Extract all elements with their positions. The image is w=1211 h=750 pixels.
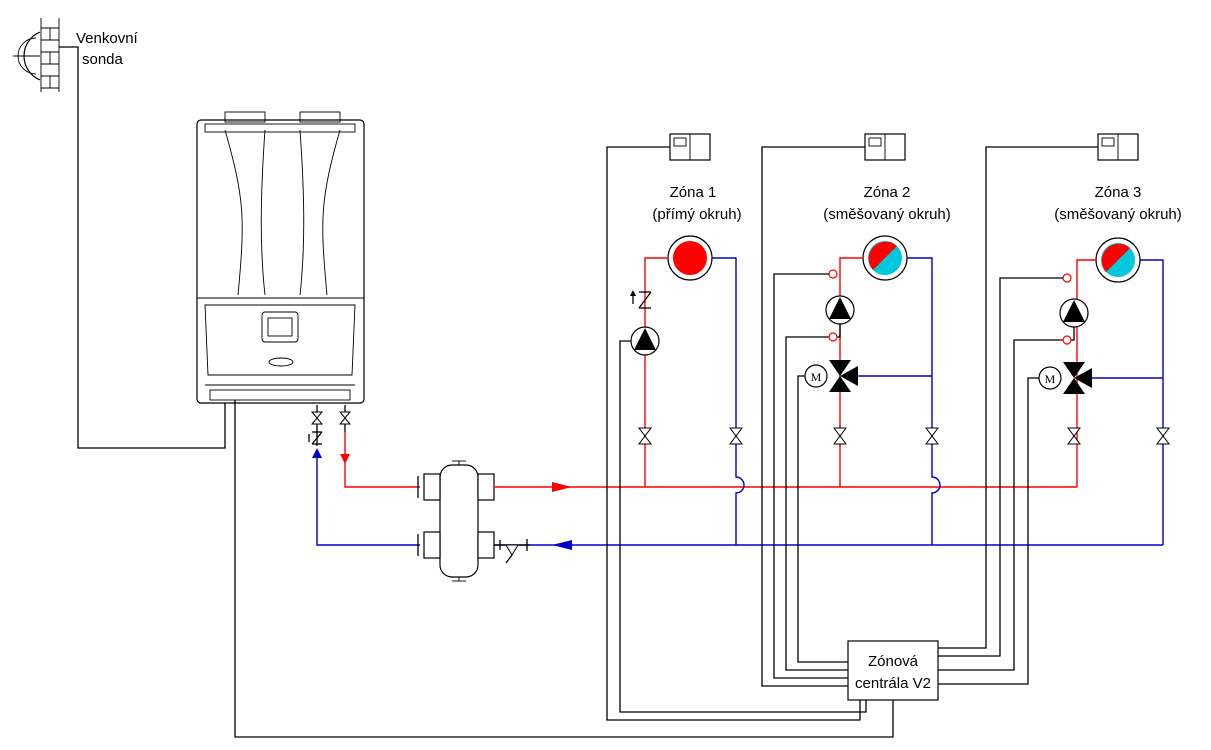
zone2-pump-cable: [785, 324, 848, 671]
zone2-supply-sensor-cable: [773, 273, 848, 679]
zone3-supply-ball-valve: [1067, 427, 1081, 445]
zone2-return-ball-valve: [925, 427, 939, 445]
supply-from-boiler-pipe: [344, 432, 420, 488]
outdoor-sensor-label-line2: sonda: [82, 51, 124, 68]
zone-controller-label-line1: Zónová: [868, 653, 919, 670]
zone3-mixed-circuit-indicator: [1095, 237, 1141, 283]
zone2-safety-thermostat: [828, 332, 838, 342]
zone3-motor-label: M: [1045, 372, 1056, 386]
zone2-supply-temp-sensor: [828, 269, 838, 279]
zone2-mixing-valve: [829, 360, 858, 392]
zone2-mixing-valve-actuator: M: [804, 364, 828, 388]
zone3-subtitle: (směšovaný okruh): [1054, 206, 1182, 223]
zone2-room-thermostat: [864, 133, 906, 161]
supply-header-arrow: [552, 482, 572, 492]
zone2-motor-label: M: [811, 370, 822, 384]
zone3-return-ball-valve: [1156, 427, 1170, 445]
zone1-heating-circuit-indicator: [667, 235, 713, 281]
zone1-thermostat-cable: [606, 146, 861, 721]
zone-controller: [847, 640, 939, 701]
hydraulic-separator: [417, 460, 495, 582]
zone1-title: Zóna 1: [670, 184, 717, 201]
boiler-controller-cable: [234, 400, 894, 738]
zone1-circulation-pump: [630, 326, 660, 356]
zone3-circulation-pump: [1059, 298, 1089, 328]
outdoor-sensor-cable: [59, 46, 226, 449]
zone3-room-thermostat: [1097, 133, 1139, 161]
zone1-supply-ball-valve: [638, 427, 652, 445]
zone2-return-pipe: [907, 257, 941, 545]
zone1-supply-pipe: [644, 257, 668, 487]
zone2-title: Zóna 2: [864, 184, 911, 201]
outdoor-sensor-label-line1: Venkovní: [76, 30, 139, 47]
zone2-supply-pipe: [839, 257, 863, 487]
zone3-supply-temp-sensor: [1062, 273, 1072, 283]
zone1-return-ball-valve: [729, 427, 743, 445]
zone3-safety-thermostat: [1062, 335, 1072, 345]
separator-drain-valve: [494, 539, 530, 564]
return-flow-arrow-up: [312, 448, 322, 458]
zone2-circulation-pump: [825, 295, 855, 325]
return-ball-valve: [310, 411, 324, 425]
zone2-mixed-circuit-indicator: [862, 235, 908, 281]
zone3-mixing-valve: [1063, 362, 1092, 394]
return-header-arrow: [552, 540, 572, 550]
zone-controller-label-line2: centrála V2: [855, 675, 931, 692]
return-to-boiler-pipe: [316, 452, 420, 546]
zone2-thermostat-cable: [761, 146, 865, 687]
zone1-pump-cable: [619, 340, 867, 713]
supply-flow-arrow-down: [340, 454, 350, 464]
zone1-subtitle: (přímý okruh): [652, 206, 741, 223]
zone1-return-pipe: [712, 257, 745, 545]
supply-ball-valve: [338, 411, 352, 425]
zone3-pump-cable: [938, 327, 1075, 671]
zone3-title: Zóna 3: [1095, 184, 1142, 201]
zone2-subtitle: (směšovaný okruh): [823, 206, 951, 223]
zone3-mixing-valve-actuator: M: [1038, 366, 1062, 390]
zone3-thermostat-cable: [938, 146, 1098, 649]
zone3-supply-pipe: [1076, 259, 1096, 487]
zone1-room-thermostat: [669, 133, 711, 161]
return-check-valve: [308, 431, 323, 445]
boiler: [196, 111, 365, 404]
zone3-supply-sensor-cable: [938, 277, 1063, 657]
zone2-actuator-cable: [797, 375, 848, 663]
zone3-actuator-cable: [938, 377, 1039, 685]
zone3-return-pipe: [1140, 259, 1164, 545]
zone2-supply-ball-valve: [833, 427, 847, 445]
zone1-check-valve: [630, 290, 652, 309]
outdoor-sensor: [13, 18, 60, 92]
